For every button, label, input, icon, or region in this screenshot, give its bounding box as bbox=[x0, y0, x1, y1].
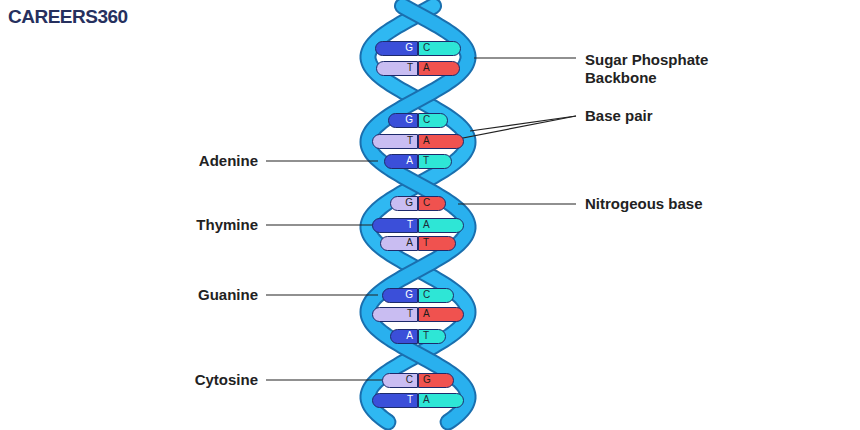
base-letter: A bbox=[406, 155, 413, 167]
backbone-outline bbox=[368, 6, 468, 422]
backbone-ribbon bbox=[368, 6, 468, 422]
nucleotide-base: T bbox=[372, 307, 418, 322]
leader-line bbox=[470, 116, 576, 131]
base-letter: A bbox=[423, 62, 430, 74]
backbone-outline bbox=[368, 6, 468, 422]
base-label: Thymine bbox=[196, 216, 258, 234]
nucleotide-base: C bbox=[382, 373, 418, 388]
leader-line bbox=[266, 224, 374, 225]
nucleotide-base: G bbox=[388, 113, 418, 128]
nucleotide-base: T bbox=[376, 61, 418, 76]
leader-line bbox=[458, 203, 576, 204]
base-letter: T bbox=[407, 62, 413, 74]
watermark-logo: CAREERS360 bbox=[8, 6, 128, 28]
nucleotide-base: A bbox=[384, 154, 418, 169]
nucleotide-base: T bbox=[418, 236, 456, 251]
base-letter: A bbox=[423, 308, 430, 320]
nucleotide-base: C bbox=[418, 196, 446, 211]
leader-line bbox=[266, 379, 382, 380]
leader-line bbox=[474, 57, 576, 58]
base-letter: A bbox=[423, 219, 430, 231]
nucleotide-base: A bbox=[418, 218, 464, 233]
nucleotide-base: A bbox=[418, 307, 464, 322]
base-letter: C bbox=[423, 289, 430, 301]
part-label: Base pair bbox=[585, 107, 653, 125]
base-letter: C bbox=[423, 197, 430, 209]
nucleotide-base: T bbox=[418, 329, 446, 344]
base-letter: A bbox=[406, 330, 413, 342]
base-letter: C bbox=[423, 42, 430, 54]
nucleotide-base: T bbox=[418, 154, 452, 169]
base-letter: T bbox=[407, 394, 413, 406]
base-letter: A bbox=[423, 135, 430, 147]
nucleotide-base: G bbox=[390, 196, 418, 211]
nucleotide-base: T bbox=[372, 218, 418, 233]
base-label: Cytosine bbox=[195, 371, 258, 389]
part-label: Sugar Phosphate Backbone bbox=[585, 51, 735, 87]
base-letter: T bbox=[423, 330, 429, 342]
nucleotide-base: G bbox=[418, 373, 454, 388]
nucleotide-base: A bbox=[418, 61, 460, 76]
base-letter: C bbox=[423, 114, 430, 126]
nucleotide-base: C bbox=[418, 41, 461, 56]
base-letter: G bbox=[405, 197, 413, 209]
base-letter: A bbox=[406, 237, 413, 249]
base-letter: G bbox=[405, 42, 413, 54]
leader-line bbox=[266, 160, 378, 161]
nucleotide-base: A bbox=[390, 329, 418, 344]
leader-line bbox=[266, 294, 378, 295]
base-letter: T bbox=[423, 155, 429, 167]
nucleotide-base: G bbox=[375, 41, 418, 56]
base-letter: T bbox=[423, 237, 429, 249]
nucleotide-base: C bbox=[418, 288, 454, 303]
base-label: Adenine bbox=[199, 152, 258, 170]
base-letter: C bbox=[406, 374, 413, 386]
base-letter: G bbox=[423, 374, 431, 386]
nucleotide-base: A bbox=[380, 236, 418, 251]
backbone-ribbon bbox=[368, 6, 468, 422]
base-letter: T bbox=[407, 135, 413, 147]
nucleotide-base: C bbox=[418, 113, 448, 128]
part-label: Nitrogeous base bbox=[585, 195, 703, 213]
nucleotide-base: G bbox=[382, 288, 418, 303]
nucleotide-base: A bbox=[418, 134, 464, 149]
base-letter: T bbox=[407, 219, 413, 231]
base-letter: G bbox=[405, 289, 413, 301]
nucleotide-base: T bbox=[372, 393, 418, 408]
base-letter: T bbox=[407, 308, 413, 320]
base-label: Guanine bbox=[198, 286, 258, 304]
nucleotide-base: T bbox=[372, 134, 418, 149]
base-letter: G bbox=[405, 114, 413, 126]
base-letter: A bbox=[423, 394, 430, 406]
leader-lines bbox=[266, 58, 576, 380]
nucleotide-base: A bbox=[418, 393, 464, 408]
